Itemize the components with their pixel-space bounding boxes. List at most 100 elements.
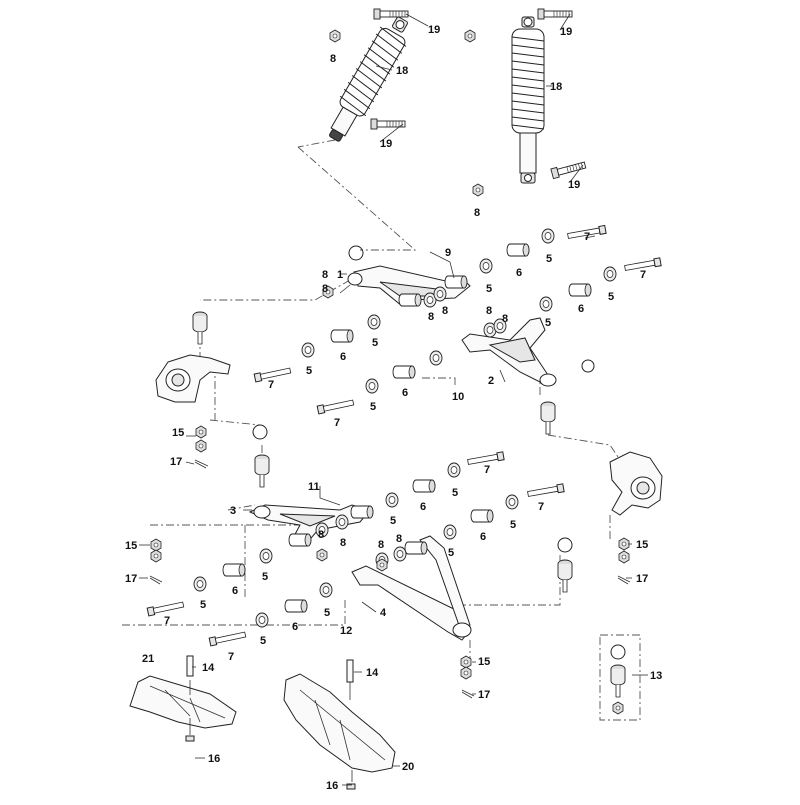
callout-10: 10 — [452, 391, 464, 403]
callout-6: 6 — [232, 585, 238, 597]
callout-7: 7 — [228, 651, 234, 663]
nut-15-a2 — [195, 439, 207, 453]
callout-17: 17 — [478, 689, 490, 701]
callout-5: 5 — [372, 337, 378, 349]
callout-leaders — [339, 13, 596, 294]
callout-1: 1 — [337, 269, 343, 281]
steering-knuckle-right — [609, 451, 663, 516]
callout-7: 7 — [538, 501, 544, 513]
callout-8: 8 — [502, 313, 508, 325]
callout-7: 7 — [268, 379, 274, 391]
nut-15-c2 — [618, 550, 630, 564]
bolt-7-a — [567, 224, 607, 239]
callout-15: 15 — [478, 656, 490, 668]
upper-a-arm-right — [461, 317, 595, 387]
callout-16: 16 — [326, 780, 338, 792]
nut-15-c — [618, 537, 630, 551]
skid-plate-20 — [283, 659, 396, 790]
nut-15-b2 — [150, 549, 162, 563]
callout-17: 17 — [125, 573, 137, 585]
callout-5: 5 — [370, 401, 376, 413]
cotter-pin-17-a — [194, 459, 209, 469]
callout-5: 5 — [306, 365, 312, 377]
callout-5: 5 — [200, 599, 206, 611]
cotter-pin-17-c — [617, 575, 631, 585]
callout-3: 3 — [230, 505, 236, 517]
callout-6: 6 — [292, 621, 298, 633]
callout-8: 8 — [474, 207, 480, 219]
callout-5: 5 — [260, 635, 266, 647]
bolt-7-d — [316, 399, 355, 415]
callout-7: 7 — [164, 615, 170, 627]
nut-8-right-bottom — [472, 183, 484, 197]
callout-8: 8 — [396, 533, 402, 545]
ball-joint-upper-right — [540, 401, 556, 435]
callout-14: 14 — [202, 662, 215, 674]
callout-5: 5 — [390, 515, 396, 527]
nut-15-b — [150, 538, 162, 552]
bolt-7-g — [146, 601, 185, 617]
assembly-leader-lines — [120, 139, 641, 721]
callout-2: 2 — [488, 375, 494, 387]
bolt-7-e — [467, 451, 505, 465]
callout-13: 13 — [650, 670, 662, 682]
nut-8-arm-b — [316, 548, 328, 562]
bolt-7-f — [527, 483, 565, 497]
nut-15-a — [195, 425, 207, 439]
shock-absorber-left — [329, 16, 408, 142]
callout-15: 15 — [172, 427, 184, 439]
nut-15-d2 — [460, 666, 472, 680]
callout-20: 20 — [402, 761, 414, 773]
bolt-19-mid-left — [370, 118, 406, 130]
callout-7: 7 — [640, 269, 646, 281]
bolt-19-mid-right — [550, 159, 587, 180]
callout-5: 5 — [546, 253, 552, 265]
callout-8: 8 — [428, 311, 434, 323]
nut-8-right-top — [464, 29, 476, 43]
nut-15-d — [460, 655, 472, 669]
callout-ticks — [139, 369, 648, 786]
callout-6: 6 — [578, 303, 584, 315]
callout-16: 16 — [208, 753, 220, 765]
callout-9: 9 — [445, 247, 451, 259]
callout-8: 8 — [322, 283, 328, 295]
callout-5: 5 — [324, 607, 330, 619]
callout-5: 5 — [486, 283, 492, 295]
lower-a-arm-right — [351, 535, 472, 641]
callout-8: 8 — [318, 529, 324, 541]
callout-6: 6 — [516, 267, 522, 279]
ball-joint-lower-left — [254, 454, 270, 488]
skid-plate-21 — [129, 655, 237, 742]
callout-19: 19 — [568, 179, 580, 191]
nut-8-left — [329, 29, 341, 43]
callout-5: 5 — [262, 571, 268, 583]
callout-19: 19 — [380, 138, 392, 150]
callout-6: 6 — [480, 531, 486, 543]
callout-6: 6 — [420, 501, 426, 513]
callout-8: 8 — [322, 269, 328, 281]
callout-19: 19 — [560, 26, 572, 38]
callout-14: 14 — [366, 667, 379, 679]
callout-11: 11 — [308, 481, 320, 493]
bolt-7-h — [208, 631, 247, 647]
callout-6: 6 — [340, 351, 346, 363]
callout-labels: 19 8 18 19 19 18 19 8 7 9 8 1 8 5 6 5 7 … — [125, 24, 662, 792]
callout-6: 6 — [402, 387, 408, 399]
cotter-pin-17-b — [149, 575, 163, 585]
callout-19: 19 — [428, 24, 440, 36]
ball-joint-13 — [610, 664, 626, 698]
bolt-19-top-left — [373, 8, 409, 20]
callout-21: 21 — [142, 653, 154, 665]
callout-17: 17 — [636, 573, 648, 585]
bolt-7-c — [253, 367, 292, 383]
callout-7: 7 — [584, 231, 590, 243]
callout-15: 15 — [125, 540, 137, 552]
callout-18: 18 — [550, 81, 562, 93]
shock-absorber-right — [511, 16, 545, 184]
bolt-19-top-right — [537, 8, 573, 20]
callout-12: 12 — [340, 625, 352, 637]
callout-5: 5 — [452, 487, 458, 499]
nut-8-arm-c — [376, 558, 388, 572]
